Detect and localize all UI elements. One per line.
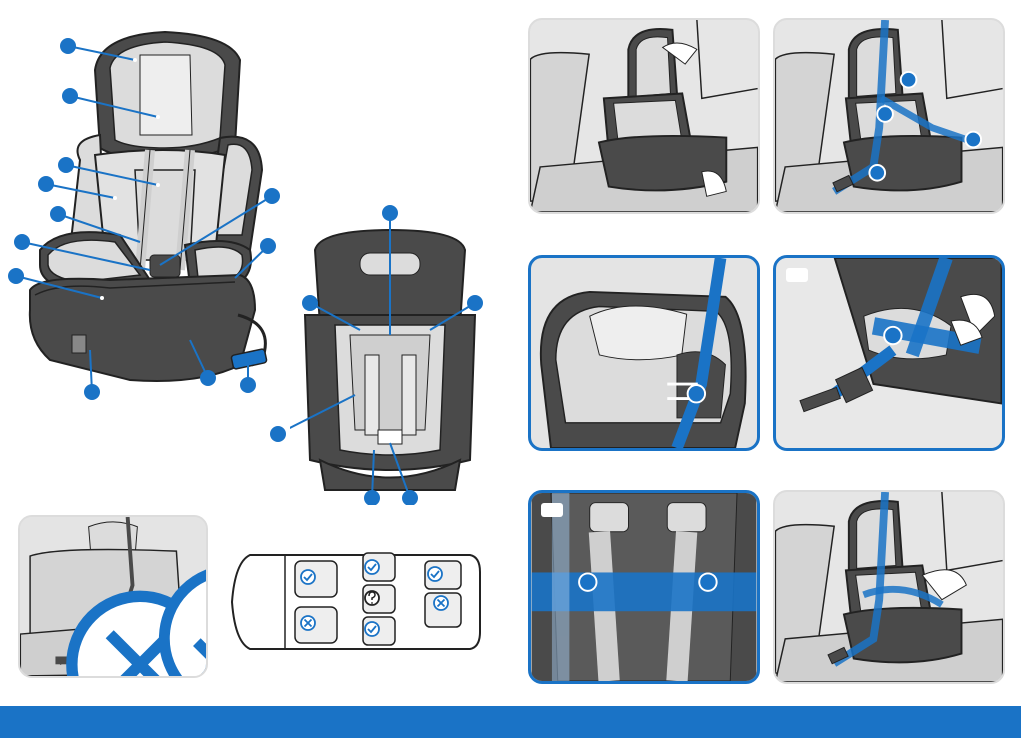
car-seat-belt-illustration — [775, 20, 1003, 212]
question-circle-icon — [365, 591, 379, 605]
step-panel-tighten-belt — [773, 490, 1005, 684]
step-panel-place-seat — [528, 18, 760, 214]
car-seat-illustration — [530, 20, 758, 212]
check-circle-icon — [365, 622, 379, 636]
cross-circle-icon — [301, 616, 315, 630]
step-tag — [786, 268, 808, 282]
step-panel-buckle-belt — [773, 255, 1005, 451]
check-circle-icon — [140, 559, 208, 678]
lap-belt-guides-illustration — [531, 493, 757, 681]
vehicle-seating-plan — [230, 547, 482, 657]
callout-dot — [268, 424, 288, 444]
step-panel-route-belt — [773, 18, 1005, 214]
vehicle-seat-compatibility-panel — [18, 515, 208, 678]
headrest-belt-guide-illustration — [531, 258, 757, 448]
cross-circle-icon — [434, 596, 448, 610]
parts-diagram-front — [0, 20, 300, 430]
tighten-belt-illustration — [775, 492, 1003, 682]
step-panel-lap-belt-guides — [528, 490, 760, 684]
check-circle-icon — [428, 567, 442, 581]
check-circle-icon — [365, 560, 379, 574]
step-tag — [541, 503, 563, 517]
belt-buckle-illustration — [776, 258, 1002, 448]
parts-diagram-rear — [290, 205, 490, 505]
step-panel-belt-guide — [528, 255, 760, 451]
footer-bar — [0, 706, 1021, 738]
check-circle-icon — [301, 570, 315, 584]
